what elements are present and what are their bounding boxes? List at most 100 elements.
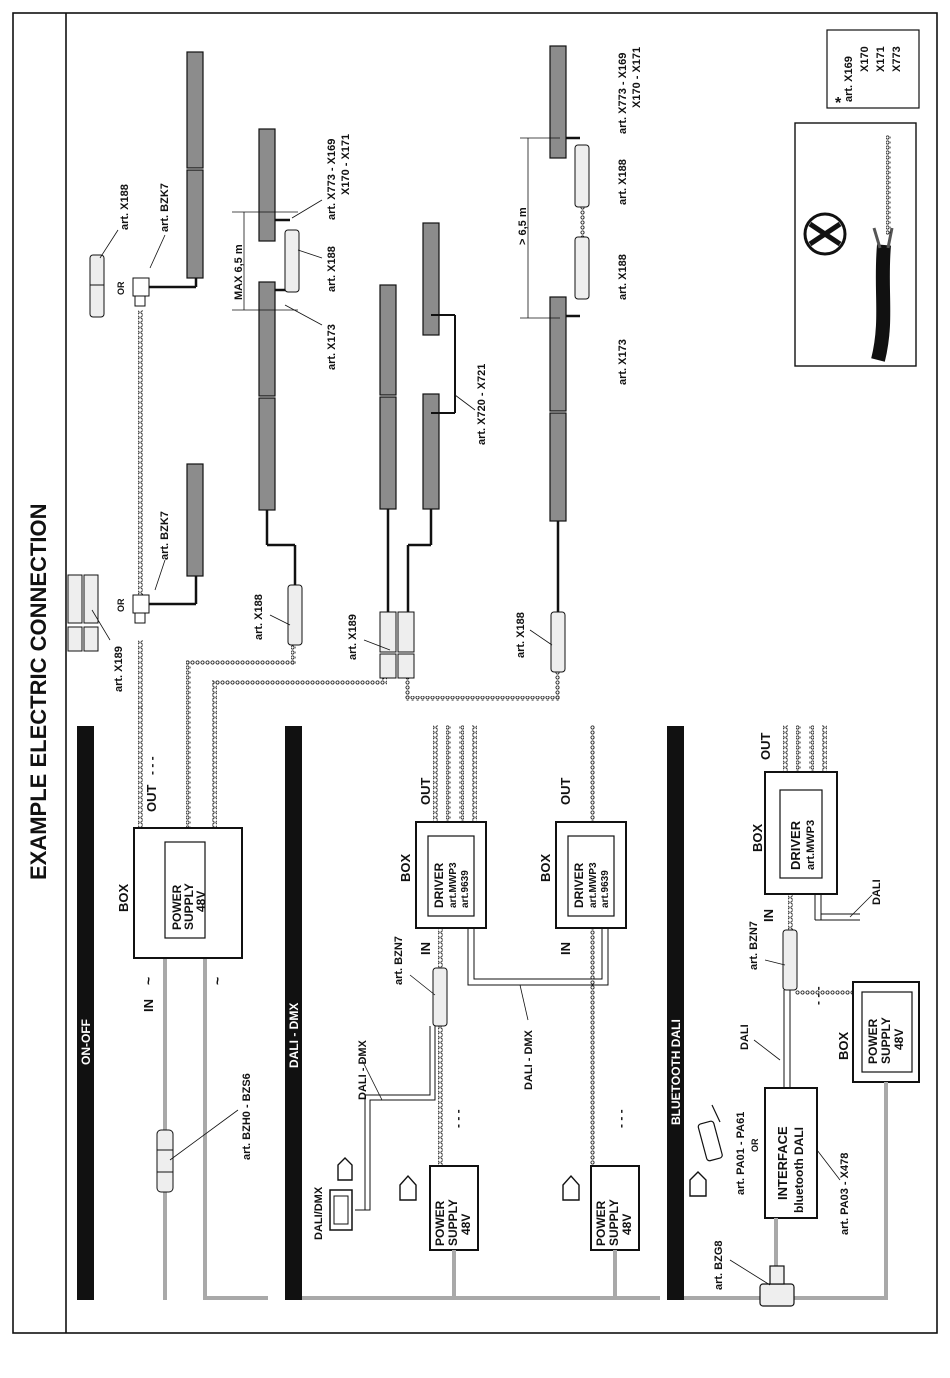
svg-text:POWER: POWER <box>170 884 184 930</box>
svg-text:art. X188: art. X188 <box>617 254 629 300</box>
svg-text:art. X188: art. X188 <box>617 159 629 205</box>
svg-text:~: ~ <box>140 977 156 985</box>
svg-text:IN: IN <box>558 942 573 955</box>
svg-text:DRIVER: DRIVER <box>432 862 446 908</box>
svg-text:DALI: DALI <box>739 1024 751 1050</box>
svg-text:art. BZN7: art. BZN7 <box>748 921 760 970</box>
svg-text:X773: X773 <box>891 46 903 72</box>
bzk7-connector-1: art. BZK7 <box>132 511 198 624</box>
house-icon <box>689 1171 707 1197</box>
svg-text:- - -: - - - <box>614 1109 628 1128</box>
svg-text:art. X189: art. X189 <box>347 614 359 660</box>
svg-text:IN: IN <box>761 909 776 922</box>
svg-text:BLUETOOTH DALI: BLUETOOTH DALI <box>669 1019 683 1125</box>
svg-text:INTERFACE: INTERFACE <box>775 1126 790 1200</box>
column-gt-65: art. X188 > 6,5 m art. X188 art. X188 ar… <box>515 45 643 700</box>
on-off-section: art. BZH0 - BZS6 IN ~ ~ POWER SUPPLY 48V… <box>116 310 382 1300</box>
svg-text:48V: 48V <box>620 1214 634 1235</box>
svg-text:ON-OFF: ON-OFF <box>79 1019 93 1065</box>
svg-text:DRIVER: DRIVER <box>572 862 586 908</box>
svg-text:art. X173: art. X173 <box>326 324 338 370</box>
svg-text:DALI - DMX: DALI - DMX <box>287 1003 301 1068</box>
connector-icon <box>156 1129 174 1193</box>
svg-text:> 6,5 m: > 6,5 m <box>517 207 529 245</box>
out-label: OUT <box>144 785 159 813</box>
svg-text:SUPPLY: SUPPLY <box>879 1017 893 1064</box>
svg-text:art.9639: art.9639 <box>600 870 611 908</box>
svg-text:X170 - X171: X170 - X171 <box>631 47 643 108</box>
section-bar-dali-dmx: DALI - DMX <box>285 726 302 1300</box>
svg-text:IN: IN <box>418 942 433 955</box>
svg-text:DALI - DMX: DALI - DMX <box>357 1039 369 1100</box>
svg-text:~: ~ <box>209 977 225 985</box>
svg-text:48V: 48V <box>459 1214 473 1235</box>
column-x720: art. X720 - X721 art. X189 <box>347 222 560 701</box>
svg-text:OR: OR <box>116 598 126 612</box>
svg-text:X171: X171 <box>875 46 887 72</box>
svg-text:DALI - DMX: DALI - DMX <box>523 1029 535 1090</box>
svg-text:BOX: BOX <box>398 854 413 883</box>
x188-connector-top: art. X188 OR <box>89 184 131 318</box>
column-max-65: art. X188 MAX 6,5 m art. X188 art. X173 … <box>232 128 352 646</box>
svg-text:art.MWP3: art.MWP3 <box>588 862 599 908</box>
wrench-icon <box>803 212 847 256</box>
house-icon <box>562 1174 580 1201</box>
svg-text:POWER: POWER <box>866 1018 880 1064</box>
svg-text:SUPPLY: SUPPLY <box>182 883 196 930</box>
svg-text:BOX: BOX <box>750 824 765 853</box>
svg-text:OUT: OUT <box>558 778 573 806</box>
house-icon <box>337 1157 353 1181</box>
svg-text:bluetooth DALI: bluetooth DALI <box>792 1127 806 1213</box>
svg-text:art. X188: art. X188 <box>253 594 265 640</box>
svg-text:art.MWP3: art.MWP3 <box>805 820 817 870</box>
svg-text:- - -: - - - <box>451 1109 465 1128</box>
cable-info-box <box>794 122 917 367</box>
svg-text:SUPPLY: SUPPLY <box>607 1199 621 1246</box>
svg-text:48V: 48V <box>194 891 208 912</box>
svg-text:art. BZK7: art. BZK7 <box>159 511 171 560</box>
x189-connector-group: art. X189 OR <box>67 574 126 692</box>
in-label: IN <box>141 999 156 1012</box>
svg-text:art. BZN7: art. BZN7 <box>393 936 405 985</box>
svg-text:POWER: POWER <box>594 1200 608 1246</box>
svg-text:MAX 6,5 m: MAX 6,5 m <box>233 244 245 300</box>
legend-box: * art. X169 X170 X171 X773 <box>826 29 920 112</box>
svg-text:BOX: BOX <box>836 1032 851 1061</box>
svg-text:DALI: DALI <box>871 879 883 905</box>
svg-text:art. BZG8: art. BZG8 <box>713 1240 725 1290</box>
bzk7-connector-2: art. BZK7 <box>132 183 198 307</box>
page-title: EXAMPLE ELECTRIC CONNECTION <box>26 504 51 880</box>
box-label: BOX <box>116 884 131 913</box>
svg-text:X170: X170 <box>859 46 871 72</box>
dali-dmx-section: DRIVER art.MWP3 art.9639 BOX OUT IN DRIV… <box>302 725 660 1300</box>
svg-text:- - -: - - - <box>145 756 159 775</box>
led-profile <box>186 463 204 577</box>
svg-text:OUT: OUT <box>758 733 773 761</box>
svg-text:art. X720 - X721: art. X720 - X721 <box>476 364 488 445</box>
bluetooth-remote-icon <box>697 1104 723 1162</box>
svg-text:BOX: BOX <box>538 854 553 883</box>
bzh0-label: art. BZH0 - BZS6 <box>241 1073 253 1160</box>
svg-text:48V: 48V <box>892 1029 906 1050</box>
svg-text:X170 - X171: X170 - X171 <box>340 134 352 195</box>
svg-text:OR: OR <box>116 281 126 295</box>
svg-text:art. PA03 - X478: art. PA03 - X478 <box>839 1153 851 1235</box>
cable-icon <box>871 135 894 362</box>
svg-text:POWER: POWER <box>433 1200 447 1246</box>
bzg8-connector <box>759 1265 795 1307</box>
svg-text:art. X169: art. X169 <box>843 56 855 102</box>
svg-text:art.MWP3: art.MWP3 <box>448 862 459 908</box>
svg-text:SUPPLY: SUPPLY <box>446 1199 460 1246</box>
led-profile <box>186 51 204 169</box>
svg-text:DRIVER: DRIVER <box>788 820 803 870</box>
svg-text:art. X188: art. X188 <box>326 246 338 292</box>
house-icon <box>399 1174 417 1201</box>
section-bar-on-off: ON-OFF <box>77 726 94 1300</box>
bluetooth-dali-section: DRIVER art.MWP3 BOX OUT IN DALI art. BZN… <box>684 725 920 1307</box>
svg-text:art. X173: art. X173 <box>617 339 629 385</box>
section-bar-bluetooth-dali: BLUETOOTH DALI <box>667 726 684 1300</box>
svg-text:OR: OR <box>750 1138 760 1152</box>
svg-text:art.9639: art.9639 <box>460 870 471 908</box>
svg-text:art. BZK7: art. BZK7 <box>159 183 171 232</box>
